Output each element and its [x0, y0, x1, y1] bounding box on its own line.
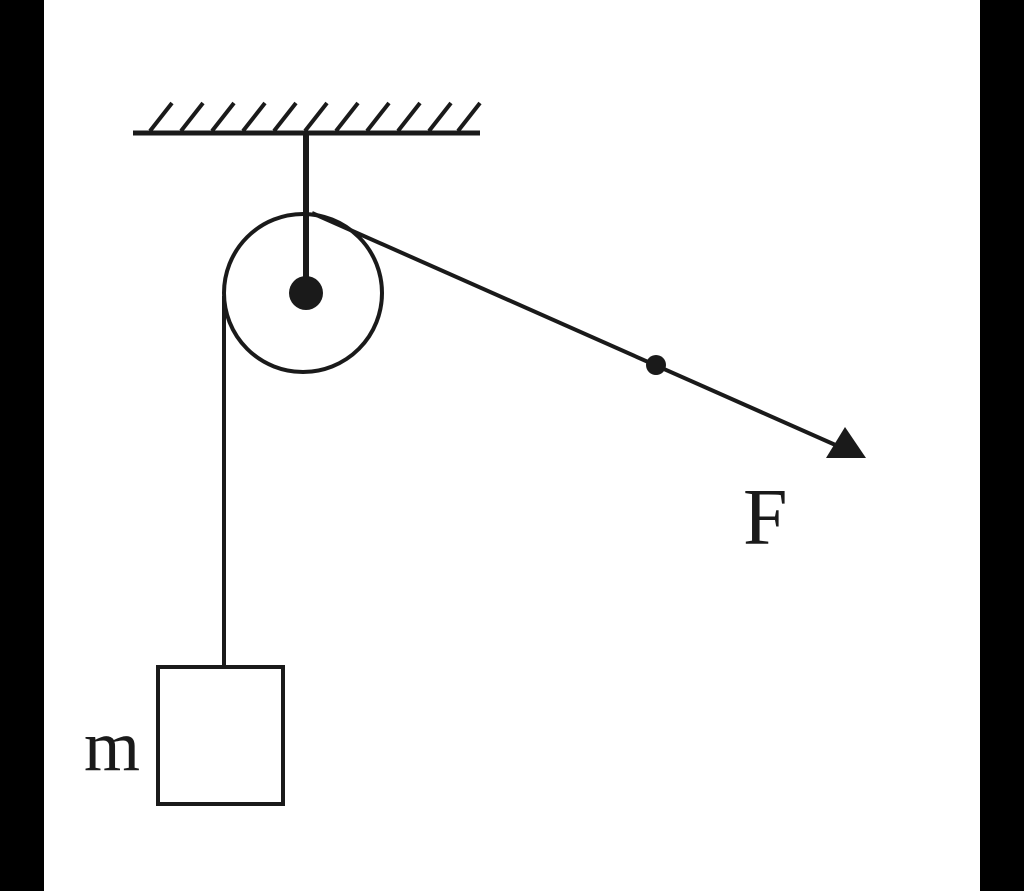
ceiling-hatching — [148, 101, 482, 133]
force-label: F — [743, 474, 788, 562]
rope-point-marker — [646, 355, 666, 375]
ceiling-support — [133, 101, 482, 136]
pulley-wheel — [222, 212, 384, 374]
hanging-mass-block — [156, 665, 285, 806]
force-arrowhead — [826, 427, 866, 458]
mass-label: m — [84, 706, 140, 786]
pulley-axle — [289, 276, 323, 310]
rope-force-segment — [311, 211, 841, 449]
